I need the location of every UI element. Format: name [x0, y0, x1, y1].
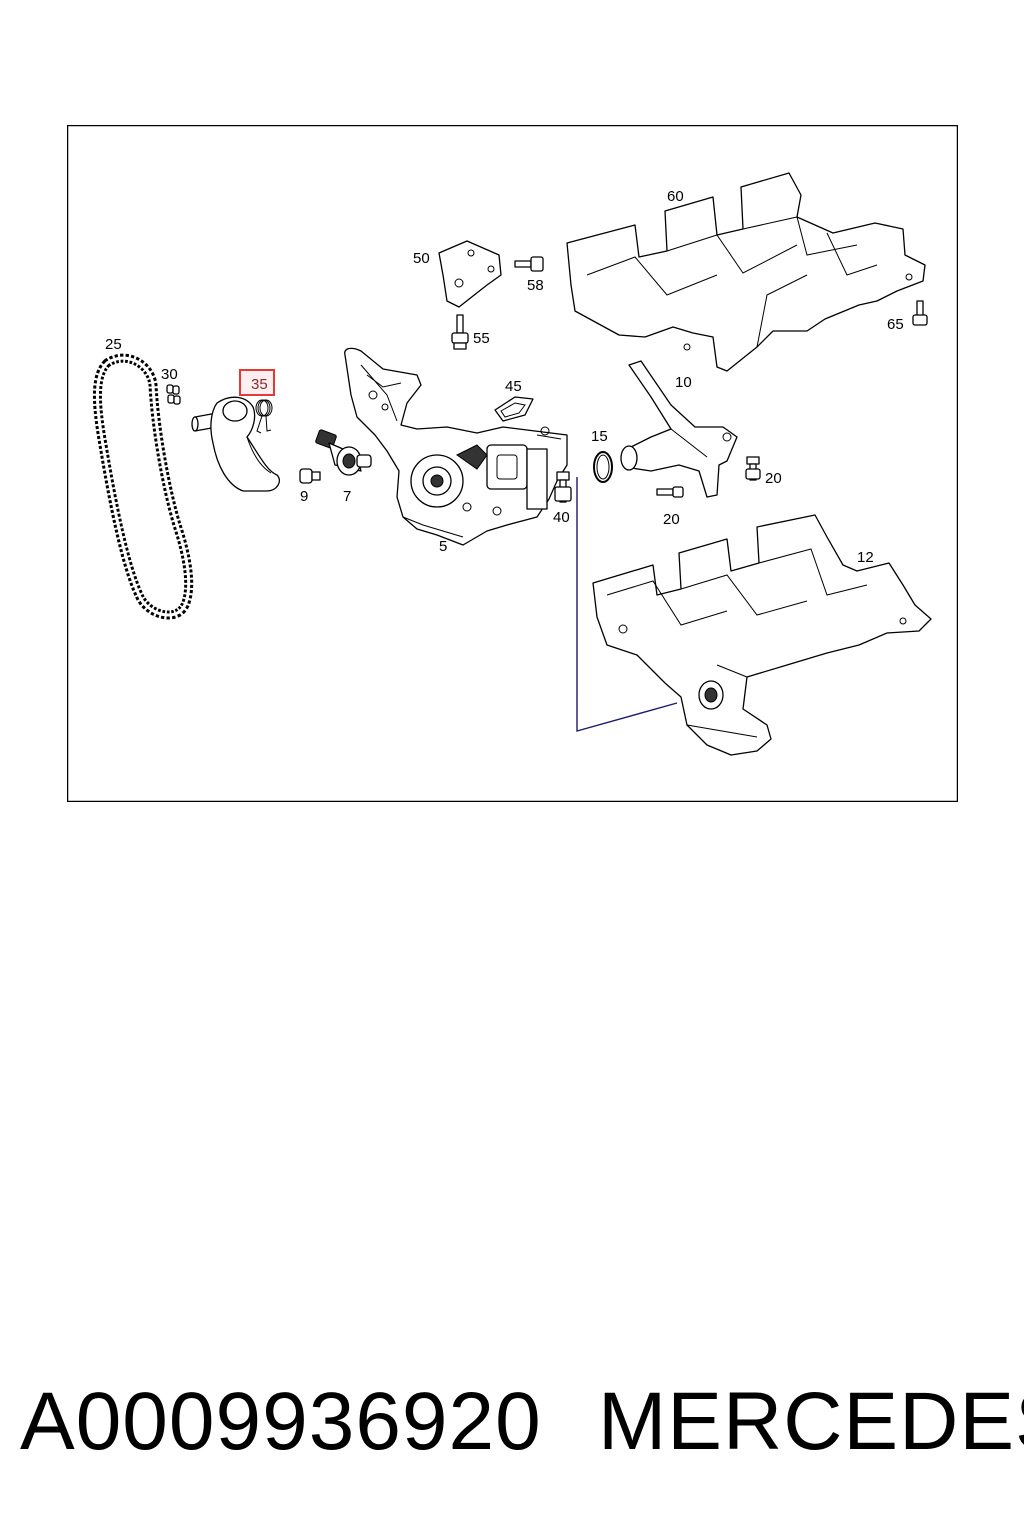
upper-baffle-part	[566, 172, 926, 372]
pickup-tube-part	[620, 360, 738, 498]
callout-5: 5	[439, 538, 447, 555]
callout-highlight-box	[239, 369, 275, 396]
callout-35: 35	[251, 376, 268, 393]
bolt-9-part	[299, 468, 321, 484]
callout-25: 25	[105, 336, 122, 353]
oil-pump-part	[344, 347, 568, 546]
callout-7: 7	[343, 488, 351, 505]
callout-65: 65	[887, 316, 904, 333]
bolt-65-part	[912, 300, 928, 326]
diagram-frame	[67, 125, 958, 802]
callout-50: 50	[413, 250, 430, 267]
callout-60: 60	[667, 188, 684, 205]
parts-diagram: 60 50 58 55 65 25 30 35 45 10 15 20 20 9…	[67, 125, 958, 802]
caption-bar: A0009936920 MERCEDES	[0, 1372, 1024, 1482]
chain-link-part	[166, 384, 181, 405]
callout-20b: 20	[663, 511, 680, 528]
oil-pan-part	[592, 514, 932, 756]
callout-40: 40	[553, 509, 570, 526]
highlighted-callout-35[interactable]: 35	[239, 369, 275, 396]
callout-15: 15	[591, 428, 608, 445]
callout-58: 58	[527, 277, 544, 294]
bolt-58-part	[514, 256, 544, 272]
tensioner-rail-part	[191, 396, 281, 492]
part-number: A0009936920	[20, 1376, 542, 1467]
bolt-40-part	[554, 471, 572, 503]
bracket-part	[438, 240, 502, 308]
callout-12: 12	[857, 549, 874, 566]
callout-30: 30	[161, 366, 178, 383]
bolt-20-part	[656, 456, 761, 498]
callout-20a: 20	[765, 470, 782, 487]
callout-10: 10	[675, 374, 692, 391]
callout-45: 45	[505, 378, 522, 395]
leader-lines	[576, 477, 678, 732]
seal-part	[494, 396, 534, 422]
callout-55: 55	[473, 330, 490, 347]
timing-chain-part	[92, 353, 194, 620]
brand-name: MERCEDES	[598, 1376, 1024, 1467]
bolt-55-part	[451, 314, 469, 350]
o-ring-part	[593, 451, 613, 483]
spring-part	[255, 399, 273, 434]
valve-part	[315, 429, 372, 476]
callout-9: 9	[300, 488, 308, 505]
